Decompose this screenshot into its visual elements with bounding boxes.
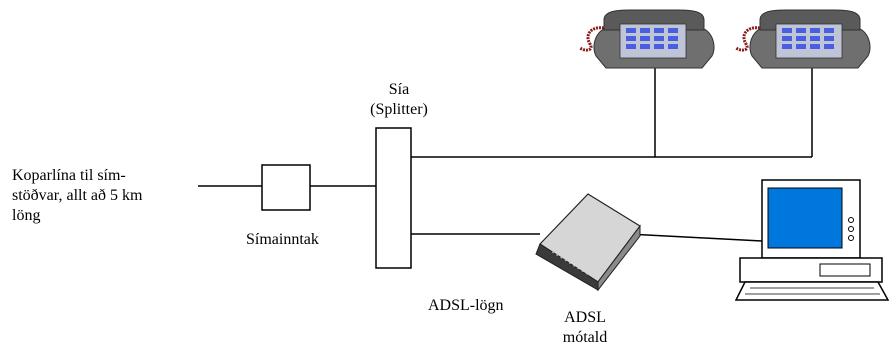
- telephone-icon: [579, 9, 715, 69]
- splitter-box: [375, 127, 412, 269]
- copper-line-label: Koparlína til sím- stöðvar, allt að 5 km…: [12, 167, 143, 224]
- modem-to-computer-line: [627, 233, 763, 242]
- phone-jack-box: [261, 164, 311, 211]
- connection-lines: [198, 68, 813, 242]
- telephone-icon: [735, 9, 871, 69]
- phone-jack-label: Símainntak: [246, 231, 319, 248]
- adsl-line-label: ADSL-lögn: [428, 297, 504, 314]
- splitter-label: Sía (Splitter): [370, 81, 428, 118]
- computer-icon: [734, 179, 890, 301]
- adsl-modem-label: ADSL mótald: [562, 309, 608, 346]
- adsl-modem-icon: [535, 193, 641, 292]
